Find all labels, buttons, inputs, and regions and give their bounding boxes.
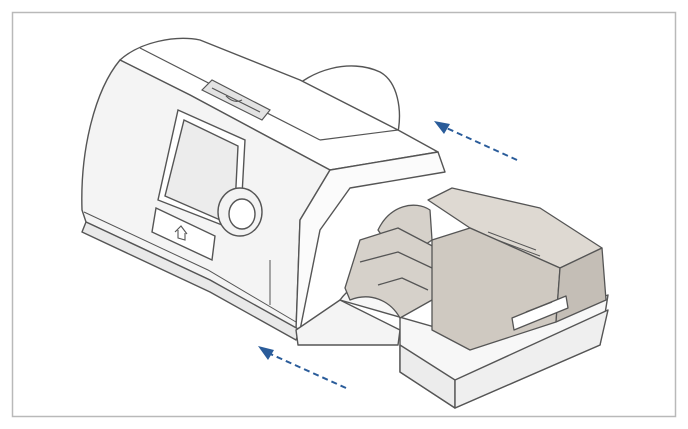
- device-base: [81, 221, 301, 341]
- home-panel: [151, 206, 216, 262]
- dial-icon: [217, 187, 263, 237]
- insert-arrow-top: [434, 121, 518, 161]
- cradle-base-side: [454, 309, 609, 409]
- home-icon: [174, 225, 188, 241]
- device-side-face: [295, 151, 446, 331]
- device-handle: [200, 79, 271, 121]
- arrow-icon: [265, 351, 347, 389]
- cradle-lip: [295, 299, 401, 346]
- insert-arrow-bottom: [258, 346, 347, 389]
- device-top-seam: [319, 129, 399, 141]
- arrow-icon: [441, 125, 518, 161]
- figure-border: [11, 11, 677, 418]
- handle-icon: [225, 95, 243, 102]
- humidifier-accessory: [344, 187, 607, 351]
